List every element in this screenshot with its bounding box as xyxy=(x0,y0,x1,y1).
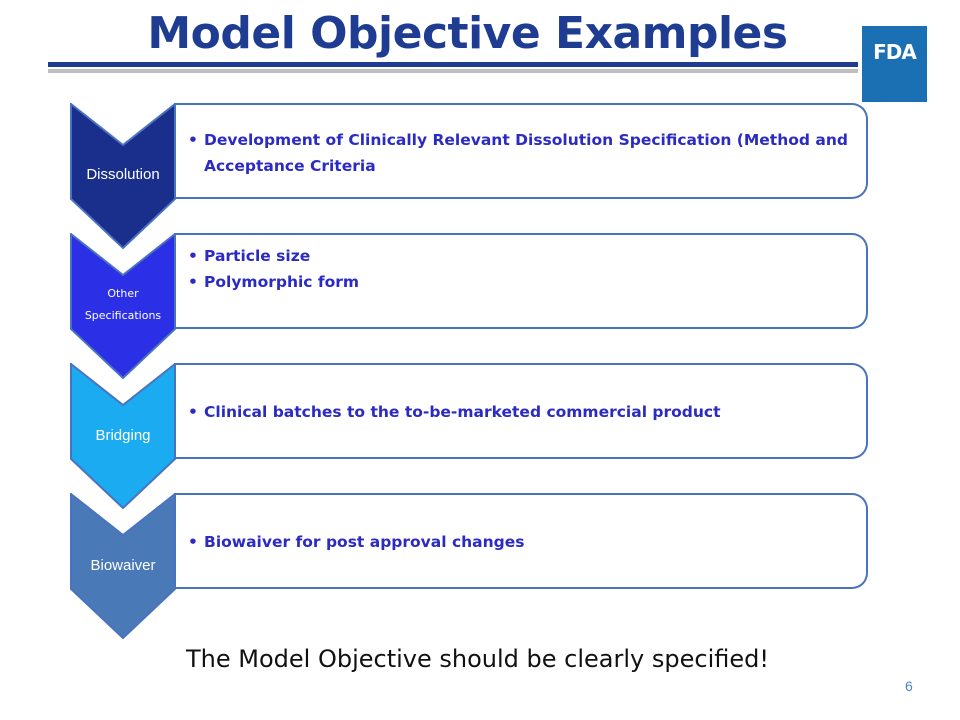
fda-logo-text: FDA xyxy=(873,40,917,64)
chevron-label: Bridging xyxy=(95,427,151,444)
bridging-chevron xyxy=(70,363,176,510)
objective-row-dissolution: Development of Clinically Relevant Disso… xyxy=(0,103,960,253)
fda-logo: FDA xyxy=(862,26,927,102)
chevron-label: Dissolution xyxy=(86,166,160,183)
slide-title: Model Objective Examples xyxy=(147,8,788,59)
objective-box: Clinical batches to the to-be-marketed c… xyxy=(174,363,868,459)
biowaiver-chevron xyxy=(70,493,176,640)
objective-row-other-specifications: Particle size Polymorphic form Other Spe… xyxy=(0,233,960,383)
bullet-item: Clinical batches to the to-be-marketed c… xyxy=(188,399,856,425)
dissolution-chevron xyxy=(70,103,176,250)
page-number: 6 xyxy=(905,678,913,694)
objective-row-biowaiver: Biowaiver for post approval changes Biow… xyxy=(0,493,960,643)
chevron-label: Other Specifications xyxy=(72,283,174,327)
objective-box: Biowaiver for post approval changes xyxy=(174,493,868,589)
bullet-item: Polymorphic form xyxy=(188,269,856,295)
bullet-item: Development of Clinically Relevant Disso… xyxy=(188,127,856,179)
title-underline xyxy=(48,62,858,67)
footer-statement: The Model Objective should be clearly sp… xyxy=(186,645,769,673)
title-underline-shadow xyxy=(48,69,858,73)
objective-box: Particle size Polymorphic form xyxy=(174,233,868,329)
chevron-label-line1: Other xyxy=(107,287,139,300)
bullet-item: Biowaiver for post approval changes xyxy=(188,529,856,555)
objective-box: Development of Clinically Relevant Disso… xyxy=(174,103,868,199)
chevron-label: Biowaiver xyxy=(90,557,156,574)
other-specifications-chevron xyxy=(70,233,176,380)
objective-row-bridging: Clinical batches to the to-be-marketed c… xyxy=(0,363,960,513)
chevron-label-line2: Specifications xyxy=(84,309,162,322)
bullet-item: Particle size xyxy=(188,243,856,269)
